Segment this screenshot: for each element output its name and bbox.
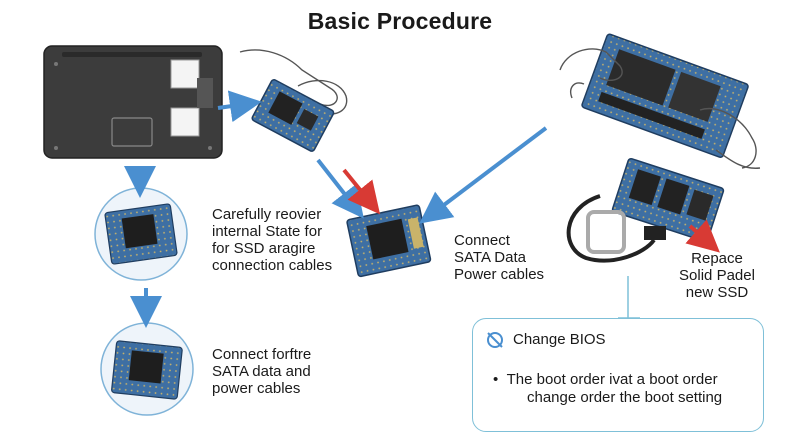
step-line: SATA Data xyxy=(454,249,526,266)
step-line: power cables xyxy=(212,380,301,397)
step-line: Connect xyxy=(454,232,510,249)
flow-arrows xyxy=(124,90,720,328)
page-title: Basic Procedure xyxy=(307,8,493,34)
bios-icon xyxy=(487,332,503,348)
arrow-board-to-chip xyxy=(419,126,548,224)
arrow-laptop-to-hand xyxy=(217,90,262,123)
step-line: Power cables xyxy=(454,266,545,283)
arrow-hand-to-chip xyxy=(316,158,364,219)
arrow-red-to-chip xyxy=(342,168,381,215)
ssd-with-cable-illustration xyxy=(566,157,725,263)
step-line: new SSD xyxy=(685,284,749,301)
step-line: for SSD aragire xyxy=(212,240,316,257)
step-line: Repace xyxy=(691,250,743,267)
circle-inset-connect-illustration xyxy=(100,322,194,416)
step-connect-left-text: Connect forftre SATA data and power cabl… xyxy=(212,346,311,397)
step-line: internal State for xyxy=(212,223,323,240)
step-line: SATA data and xyxy=(212,363,311,380)
step-replace-text: Repace Solid Padel new SSD xyxy=(664,250,770,301)
step-line: Carefully reovier xyxy=(212,206,322,223)
arrow-red-replace xyxy=(685,219,720,253)
bios-callout-box: Change BIOS • The boot order ivat a boot… xyxy=(472,318,764,432)
connector-to-bios-box xyxy=(618,276,640,319)
step-line: connection cables xyxy=(212,257,333,274)
bios-line: The boot order ivat a boot order xyxy=(506,371,718,388)
bios-bullet-text: • The boot order ivat a boot order chang… xyxy=(493,371,722,407)
step-remove-cables-text: Carefully reovier internal State for for… xyxy=(212,206,332,274)
bios-line: change order the boot setting xyxy=(527,389,723,406)
bios-heading: Change BIOS xyxy=(513,331,606,348)
circle-inset-remove-illustration xyxy=(94,187,188,281)
laptop-underside-illustration xyxy=(43,45,223,159)
step-line: Connect forftre xyxy=(212,346,312,363)
bullet-marker: • xyxy=(493,371,499,388)
hand-holding-ssd-illustration xyxy=(239,49,348,152)
step-line: Solid Padel xyxy=(679,267,755,284)
center-ssd-illustration xyxy=(346,204,432,278)
hands-holding-board-illustration xyxy=(559,33,761,169)
step-connect-center-text: Connect SATA Data Power cables xyxy=(454,232,544,283)
